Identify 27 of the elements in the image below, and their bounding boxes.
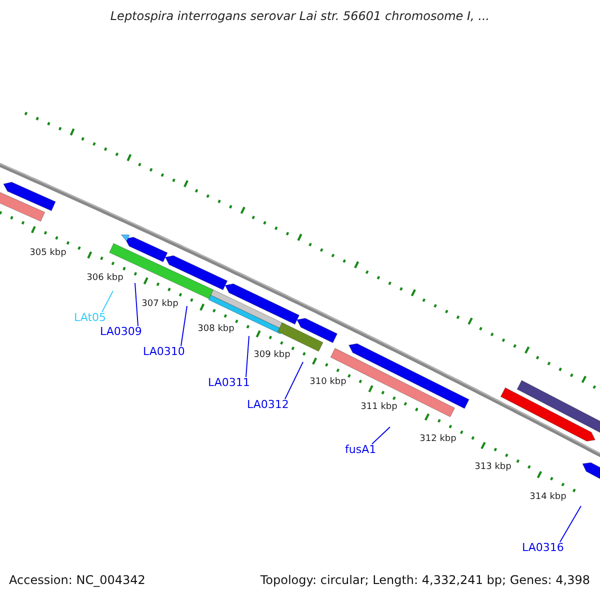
accession-text: Accession: NC_004342 xyxy=(9,574,146,588)
scale-label: 312 kbp xyxy=(420,435,456,445)
leader-line xyxy=(372,426,390,444)
leader-line xyxy=(180,306,188,346)
gene-label: fusA1 xyxy=(345,444,376,456)
gene-label: LA0312 xyxy=(247,399,289,412)
gene-label: LA0311 xyxy=(208,377,250,390)
scale-label: 305 kbp xyxy=(30,249,66,259)
scale-label: 309 kbp xyxy=(254,351,290,361)
leader-line xyxy=(134,282,138,326)
scale-label: 313 kbp xyxy=(474,463,512,473)
gene-label: LAt05 xyxy=(74,312,106,324)
scale-label: 306 kbp xyxy=(86,274,124,284)
leader-line xyxy=(246,336,250,378)
leader-line xyxy=(560,506,582,542)
leader-line xyxy=(284,362,304,400)
scale-label: 308 kbp xyxy=(198,325,234,335)
scale-label: 311 kbp xyxy=(360,403,398,413)
gene-label: LA0310 xyxy=(143,346,185,358)
gene-label: LA0309 xyxy=(100,326,142,338)
topology-text: Topology: circular; Length: 4,332,241 bp; Genes: 4,398 xyxy=(260,574,590,588)
gene-label: LA0316 xyxy=(522,542,564,554)
scale-label: 310 kbp xyxy=(310,378,346,388)
leader-line xyxy=(102,290,114,312)
scale-label: 314 kbp xyxy=(530,493,566,503)
scale-label: 307 kbp xyxy=(142,300,178,310)
title: Leptospira interrogans serovar Lai str. 56601 chromosome I, ... xyxy=(109,10,491,24)
